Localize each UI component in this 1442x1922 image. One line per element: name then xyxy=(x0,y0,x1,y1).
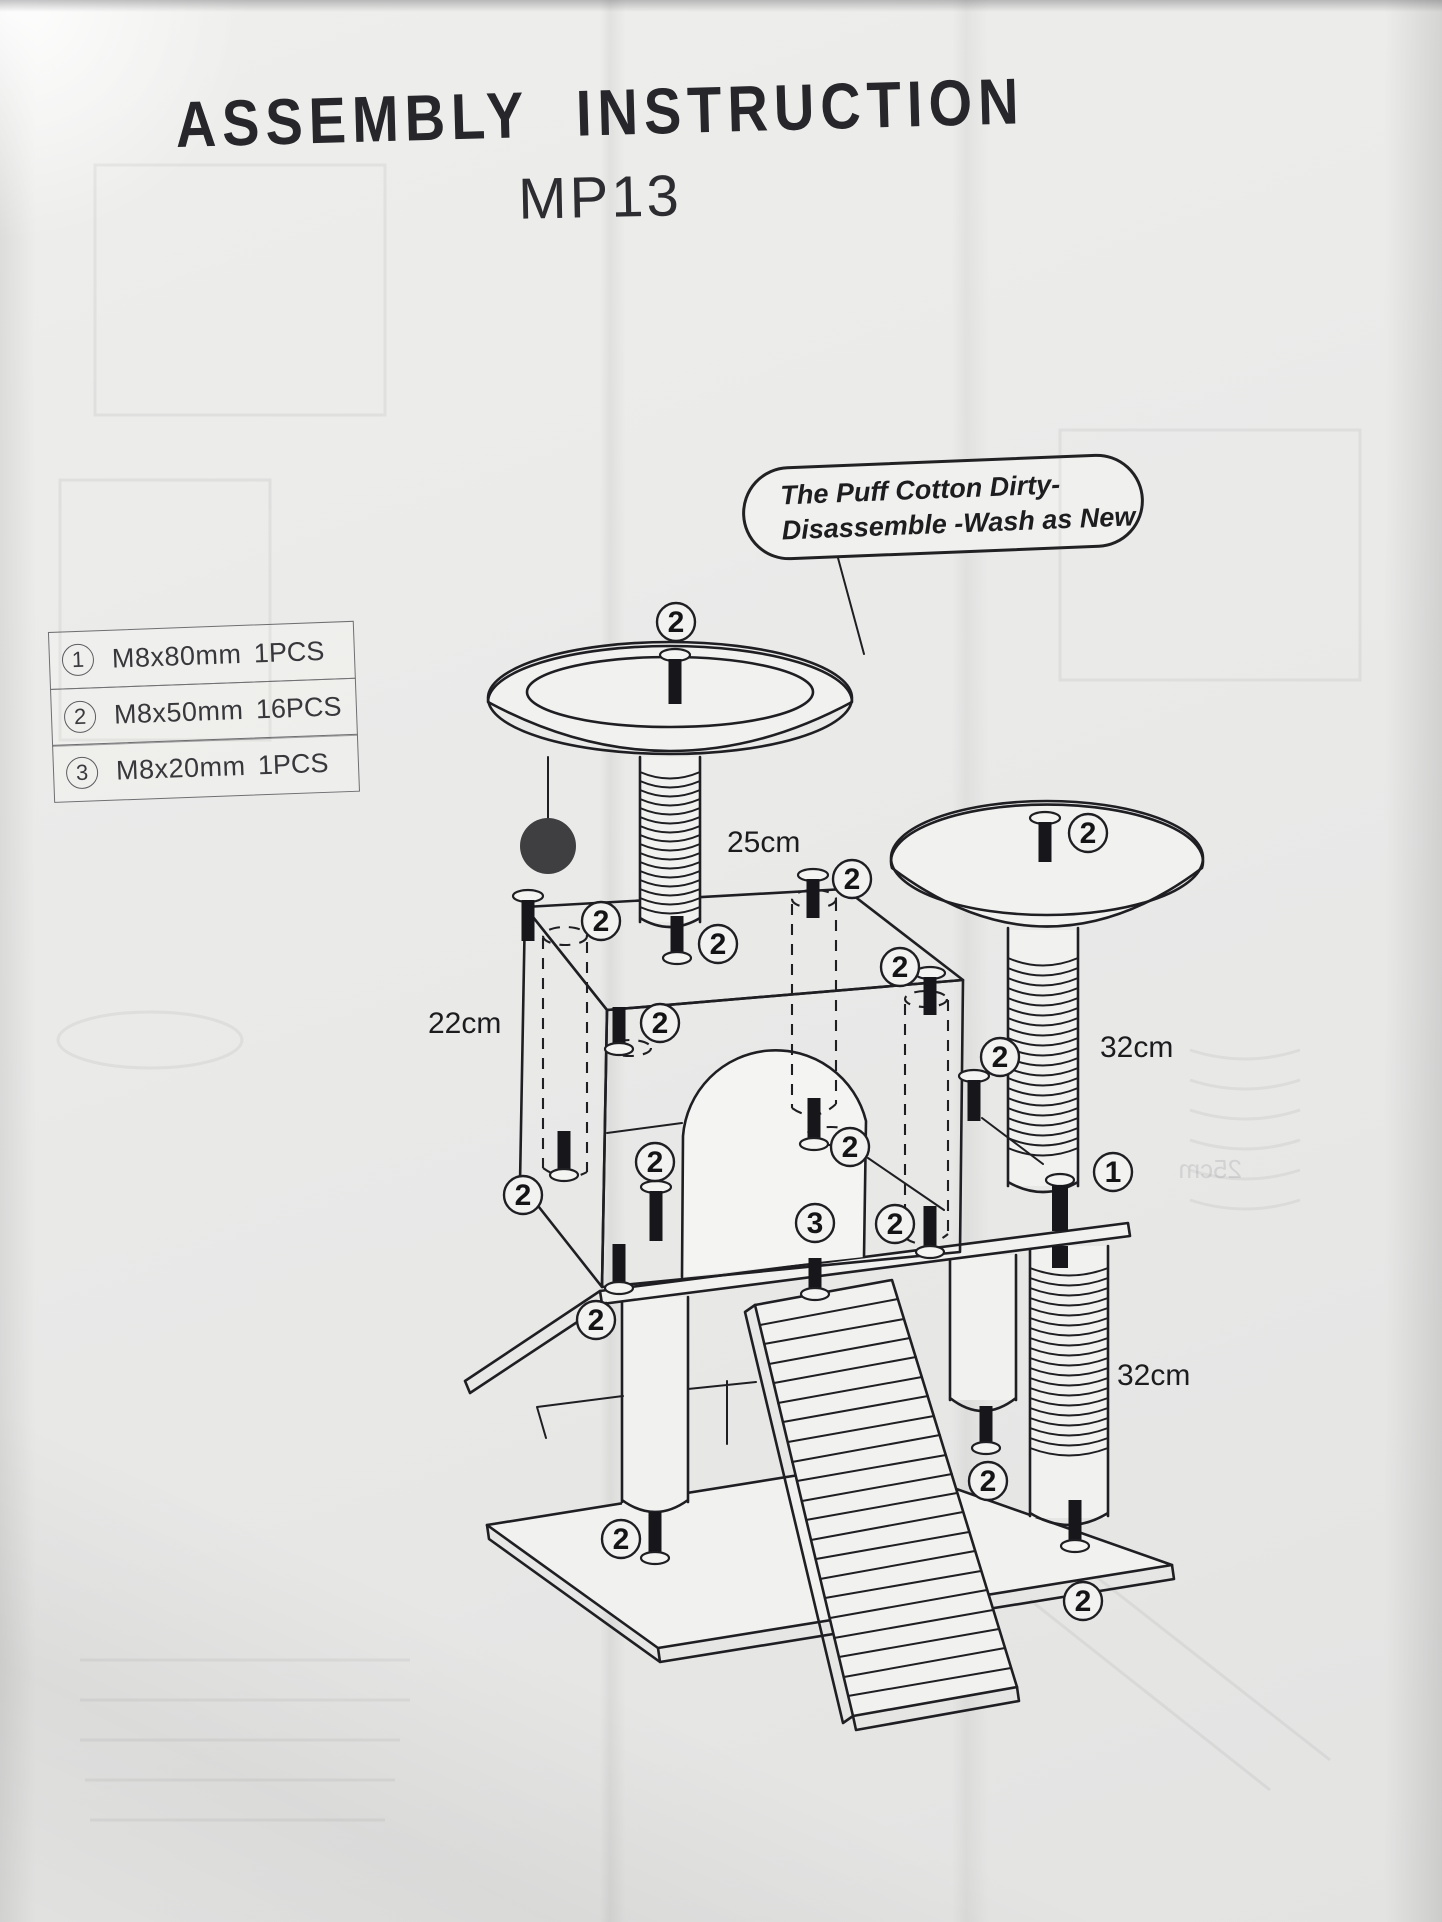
svg-text:2: 2 xyxy=(588,1304,605,1337)
ghost-mirrored-dimension: 25cm xyxy=(1178,1154,1242,1184)
screw-icon xyxy=(658,647,692,704)
screw-icon xyxy=(798,1098,830,1152)
part-marker-2: 2 xyxy=(1067,812,1109,854)
screw-icon xyxy=(970,1406,1002,1456)
bolt-m8x80 xyxy=(1044,1172,1076,1268)
screw-icon xyxy=(548,1131,580,1183)
hanging-ball xyxy=(520,818,576,874)
svg-text:2: 2 xyxy=(887,1208,904,1241)
part-marker-2: 2 xyxy=(634,1141,676,1183)
climbing-ramp xyxy=(743,1278,1021,1732)
sisal-wrap-texture xyxy=(1029,1267,1109,1457)
part-marker-2: 2 xyxy=(1062,1580,1104,1622)
leader-lines xyxy=(837,557,1044,1211)
lower-right-scratch-post xyxy=(1028,1244,1110,1527)
middle-shelf-board xyxy=(463,1221,1132,1445)
part-marker-2: 2 xyxy=(580,900,622,942)
svg-text:1: 1 xyxy=(1105,1156,1122,1189)
part-marker-2: 2 xyxy=(967,1460,1009,1502)
svg-text:2: 2 xyxy=(844,863,861,896)
screw-icon xyxy=(799,1258,831,1302)
arch-doorway xyxy=(682,1050,866,1277)
dim-label-22cm: 22cm xyxy=(428,1007,501,1040)
svg-text:2: 2 xyxy=(842,1131,859,1164)
showthrough-ghost-shapes xyxy=(56,163,1362,1822)
screw-icon xyxy=(957,1068,991,1121)
part-marker-2: 2 xyxy=(831,858,873,900)
part-marker-2: 2 xyxy=(600,1518,642,1560)
svg-text:2: 2 xyxy=(613,1523,630,1556)
screw-icon xyxy=(661,916,693,966)
screw-icon xyxy=(511,888,545,941)
sisal-wrap-texture xyxy=(1007,957,1079,1157)
svg-text:2: 2 xyxy=(892,951,909,984)
dim-label-32cm-lower: 32cm xyxy=(1117,1359,1190,1392)
screw-icon xyxy=(1059,1500,1091,1554)
part-marker-2: 2 xyxy=(575,1299,617,1341)
part-marker-2: 2 xyxy=(879,946,921,988)
svg-text:2: 2 xyxy=(1075,1585,1092,1618)
svg-text:3: 3 xyxy=(807,1207,824,1240)
part-marker-3: 3 xyxy=(794,1202,836,1244)
screw-icon xyxy=(796,867,830,918)
svg-text:2: 2 xyxy=(668,606,685,639)
screw-icon xyxy=(1028,810,1062,862)
svg-text:2: 2 xyxy=(593,905,610,938)
part-marker-2: 2 xyxy=(697,923,739,965)
svg-text:2: 2 xyxy=(992,1041,1009,1074)
part-marker-2: 2 xyxy=(502,1174,544,1216)
front-left-lower-post xyxy=(620,1295,690,1514)
part-marker-1: 1 xyxy=(1092,1151,1134,1193)
part-marker-2: 2 xyxy=(829,1126,871,1168)
rear-lower-post xyxy=(948,1253,1018,1413)
part-marker-2: 2 xyxy=(874,1203,916,1245)
upper-right-scratch-post xyxy=(1006,926,1080,1194)
screw-icon xyxy=(639,1512,671,1566)
dim-label-25cm: 25cm xyxy=(727,826,800,859)
part-marker-2: 2 xyxy=(979,1036,1021,1078)
screw-icon xyxy=(914,1206,946,1260)
part-marker-2: 2 xyxy=(655,601,697,643)
svg-text:2: 2 xyxy=(652,1007,669,1040)
top-scratching-post xyxy=(638,755,702,929)
svg-text:2: 2 xyxy=(710,928,727,961)
screw-icon xyxy=(639,1179,673,1241)
part-marker-2: 2 xyxy=(639,1002,681,1044)
screw-icon xyxy=(603,1007,635,1057)
svg-text:2: 2 xyxy=(515,1179,532,1212)
callout-leader-line xyxy=(837,557,865,655)
sisal-wrap-texture xyxy=(639,771,701,915)
screw-icon xyxy=(913,965,947,1015)
svg-text:2: 2 xyxy=(1080,817,1097,850)
svg-text:2: 2 xyxy=(647,1146,664,1179)
screw-icon xyxy=(603,1244,635,1296)
dim-label-32cm-upper: 32cm xyxy=(1100,1031,1173,1064)
right-platform xyxy=(889,799,1205,928)
ramp-slats xyxy=(759,1298,1012,1697)
svg-text:2: 2 xyxy=(980,1465,997,1498)
